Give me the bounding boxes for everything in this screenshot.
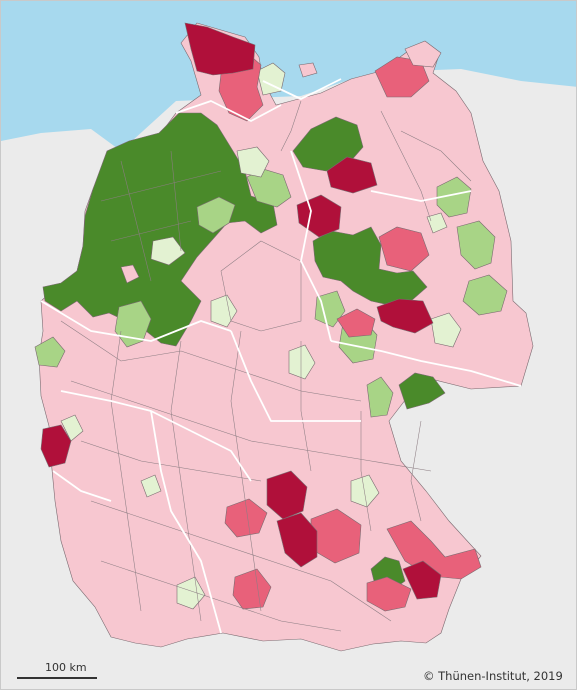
district-red-bw-east	[232, 568, 272, 610]
district-light-green-lusatia	[462, 274, 508, 316]
district-dark-red-prignitz	[326, 156, 378, 194]
district-dark-red-eifel	[40, 424, 72, 468]
district-red-vorpommern	[374, 56, 430, 98]
district-light-green-lower-saxony	[196, 196, 236, 234]
copyright-credit: © Thünen-Institut, 2019	[423, 669, 563, 683]
district-light-green-westphalia	[114, 300, 152, 348]
district-pale-green-nw	[150, 236, 186, 266]
district-dark-red-franconia-mid	[276, 512, 318, 568]
district-pale-green-bavaria	[350, 474, 380, 508]
district-group-dark-green-nw	[42, 112, 278, 347]
scale-label: 100 km	[45, 661, 87, 674]
district-red-brandenburg	[378, 226, 430, 272]
district-dark-green-saxony	[398, 372, 446, 410]
state-borders	[40, 78, 522, 634]
district-pink-nw-enclave	[120, 264, 140, 284]
district-pale-green-sh	[256, 62, 286, 96]
district-red-saxony-anhalt	[336, 308, 376, 338]
district-pale-green-bw-south	[140, 474, 162, 498]
island-fehmarn	[298, 62, 318, 78]
district-pale-green-rhine	[60, 414, 84, 442]
scale-bar	[17, 677, 97, 679]
island-rugen	[404, 40, 442, 68]
district-red-franconia	[224, 498, 268, 538]
district-pale-green-saxony	[430, 312, 462, 348]
district-pale-green-hesse	[288, 344, 316, 380]
district-red-upper-bavaria	[366, 576, 412, 612]
district-dark-red-saxony	[376, 298, 434, 334]
district-dark-green-ne-1	[292, 116, 364, 172]
district-light-green-mecklenburg	[436, 176, 472, 218]
district-dark-green-saxony-anhalt	[312, 226, 428, 306]
district-boundaries	[60, 100, 472, 632]
district-light-green-brandenburg	[456, 220, 496, 270]
district-dark-red-north-frisia	[184, 22, 256, 76]
district-dark-red-franconia-north	[266, 470, 308, 520]
district-light-green-saxony-east	[366, 376, 394, 418]
district-dark-red-passau	[402, 560, 442, 600]
district-pale-green-brandenburg-north	[426, 212, 448, 234]
district-light-green-west	[34, 336, 66, 368]
district-pale-green-lower-saxony	[236, 146, 270, 178]
